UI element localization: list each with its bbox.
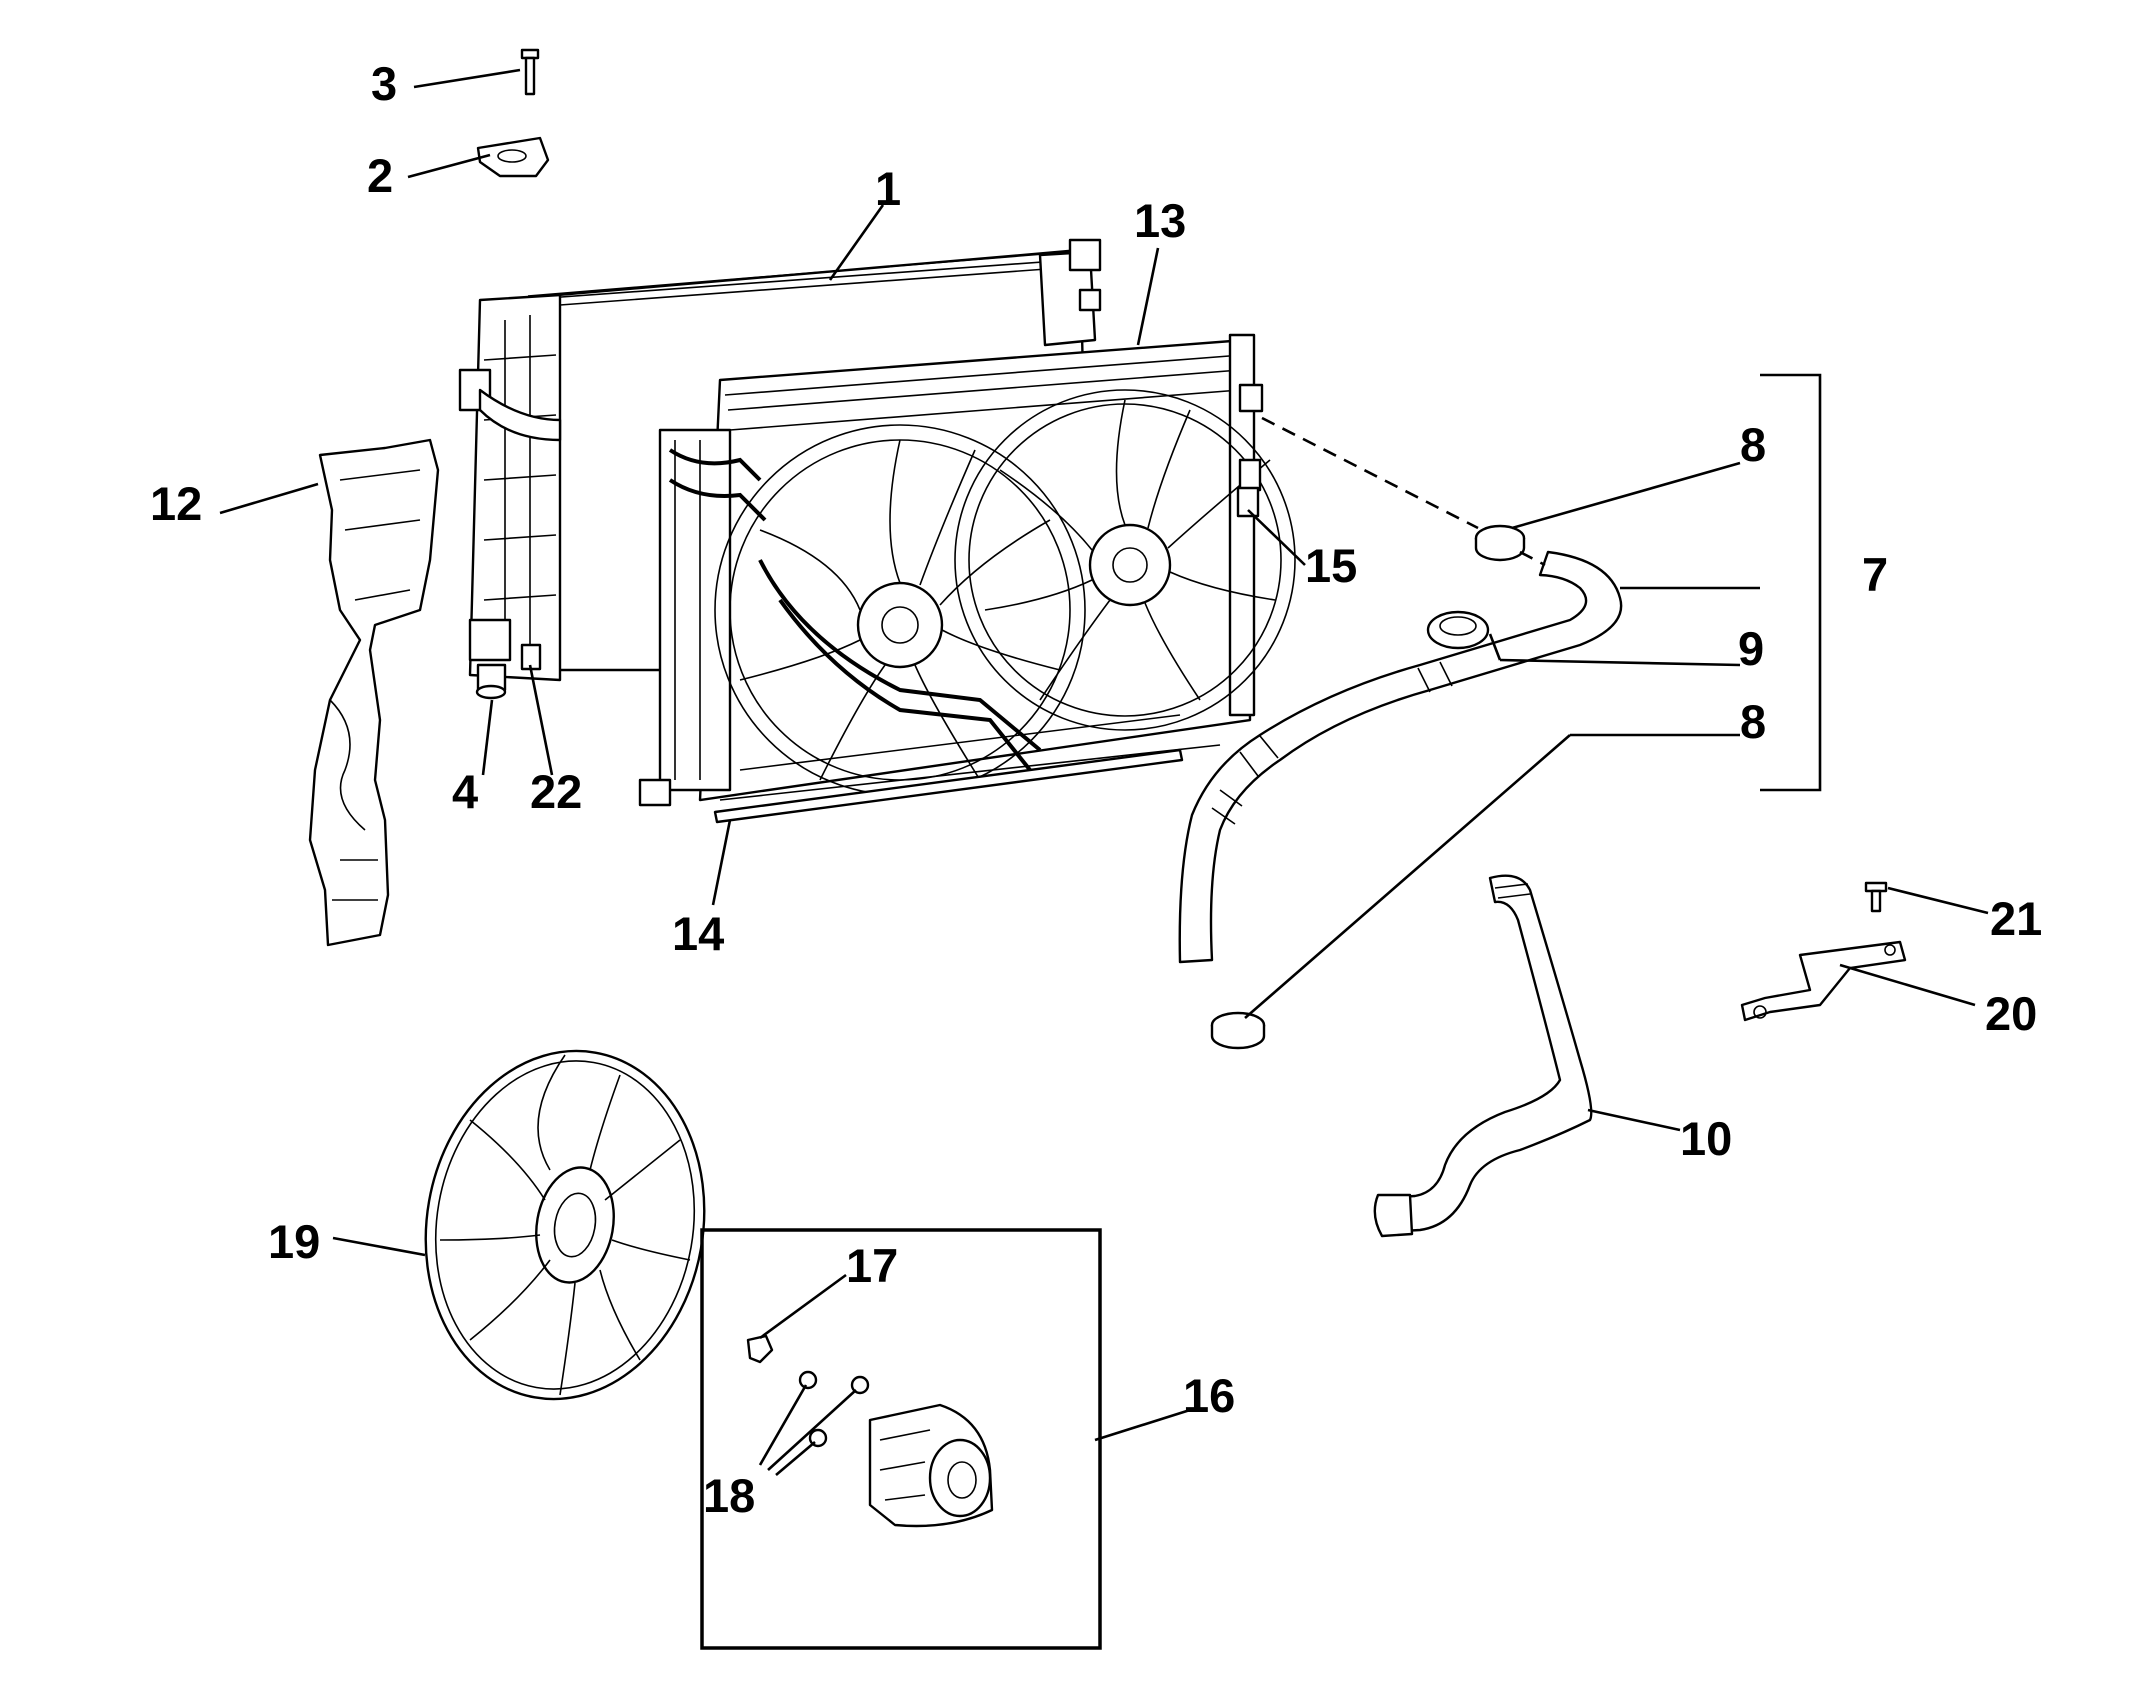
dashed-leader — [1261, 416, 1479, 530]
part-13-fan-shroud — [638, 333, 1296, 807]
part-3-bolt — [520, 48, 540, 96]
callout-17: 17 — [846, 1239, 898, 1292]
part-8-clamp-upper — [1474, 524, 1526, 562]
callout-21: 21 — [1990, 892, 2042, 945]
callout-18: 18 — [703, 1469, 755, 1522]
dashed-leader-2 — [1519, 550, 1546, 567]
part-17-nut — [746, 1334, 774, 1364]
callout-19: 19 — [268, 1215, 320, 1268]
callout-8-lower: 8 — [1740, 695, 1766, 748]
callout-16: 16 — [1183, 1369, 1235, 1422]
callout-22: 22 — [530, 765, 582, 818]
callout-9: 9 — [1738, 622, 1764, 675]
part-16-motor — [868, 1403, 994, 1528]
part-19-fan-blade — [424, 1049, 706, 1401]
part-4-isolator — [475, 663, 507, 700]
part-12-deflector — [308, 438, 440, 947]
callout-1: 1 — [875, 162, 901, 215]
part-8-clamp-lower — [1210, 1011, 1266, 1050]
callout-4: 4 — [452, 765, 478, 818]
part-9-cap — [1426, 610, 1490, 650]
bracket-7 — [1760, 373, 1822, 792]
part-10-hose — [1373, 874, 1593, 1238]
callout-10: 10 — [1680, 1112, 1732, 1165]
part-20-bracket — [1740, 940, 1907, 1022]
callout-2: 2 — [367, 149, 393, 202]
part-15-connector — [1236, 486, 1260, 518]
part-14-seal — [713, 748, 1184, 824]
callout-15: 15 — [1305, 539, 1357, 592]
callout-20: 20 — [1985, 987, 2037, 1040]
callout-13: 13 — [1134, 194, 1186, 247]
leader-lines — [219, 68, 1989, 1476]
part-7-hose — [1178, 550, 1623, 964]
callout-8-upper: 8 — [1740, 418, 1766, 471]
callout-7: 7 — [1862, 548, 1888, 601]
callout-14: 14 — [672, 907, 724, 960]
part-21-bolt — [1864, 881, 1888, 913]
callout-3: 3 — [371, 57, 397, 110]
callout-12: 12 — [150, 477, 202, 530]
part-2-isolator — [476, 136, 550, 178]
